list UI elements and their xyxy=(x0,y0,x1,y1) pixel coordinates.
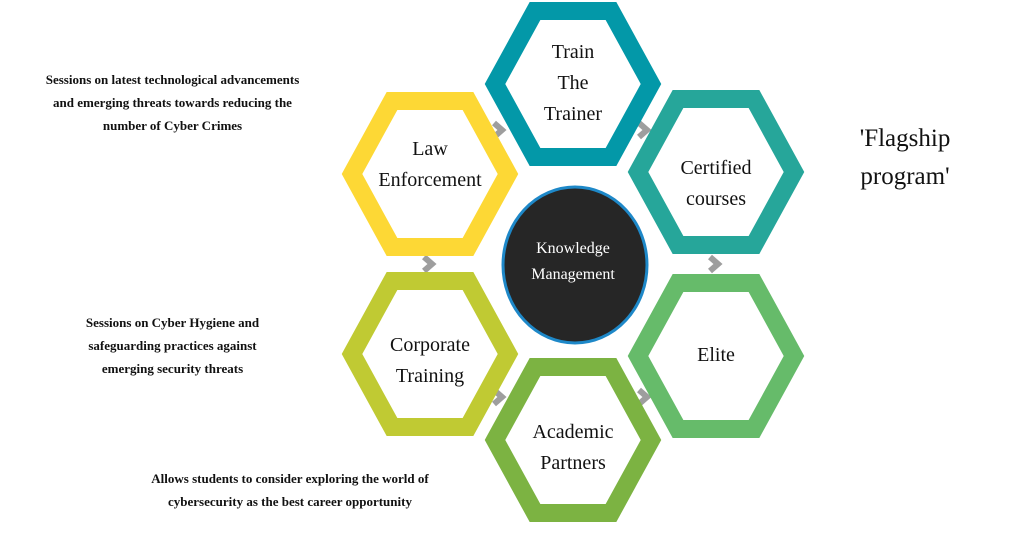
hexagon-train xyxy=(484,2,662,166)
note-academic: Allows students to consider exploring th… xyxy=(151,471,429,509)
hexagon-elite xyxy=(627,274,805,438)
hexagon-certified xyxy=(627,90,805,254)
center-circle xyxy=(501,185,649,345)
connector-5 xyxy=(422,254,437,274)
connector-3 xyxy=(637,387,652,407)
connector-2 xyxy=(708,254,723,274)
hex-label-elite: Elite xyxy=(697,344,735,366)
hexagon-corporate xyxy=(341,272,519,436)
note-law: Sessions on latest technological advance… xyxy=(45,72,300,133)
connector-1 xyxy=(637,120,652,140)
hexagon-law xyxy=(341,92,519,256)
hexagon-academic xyxy=(484,358,662,522)
